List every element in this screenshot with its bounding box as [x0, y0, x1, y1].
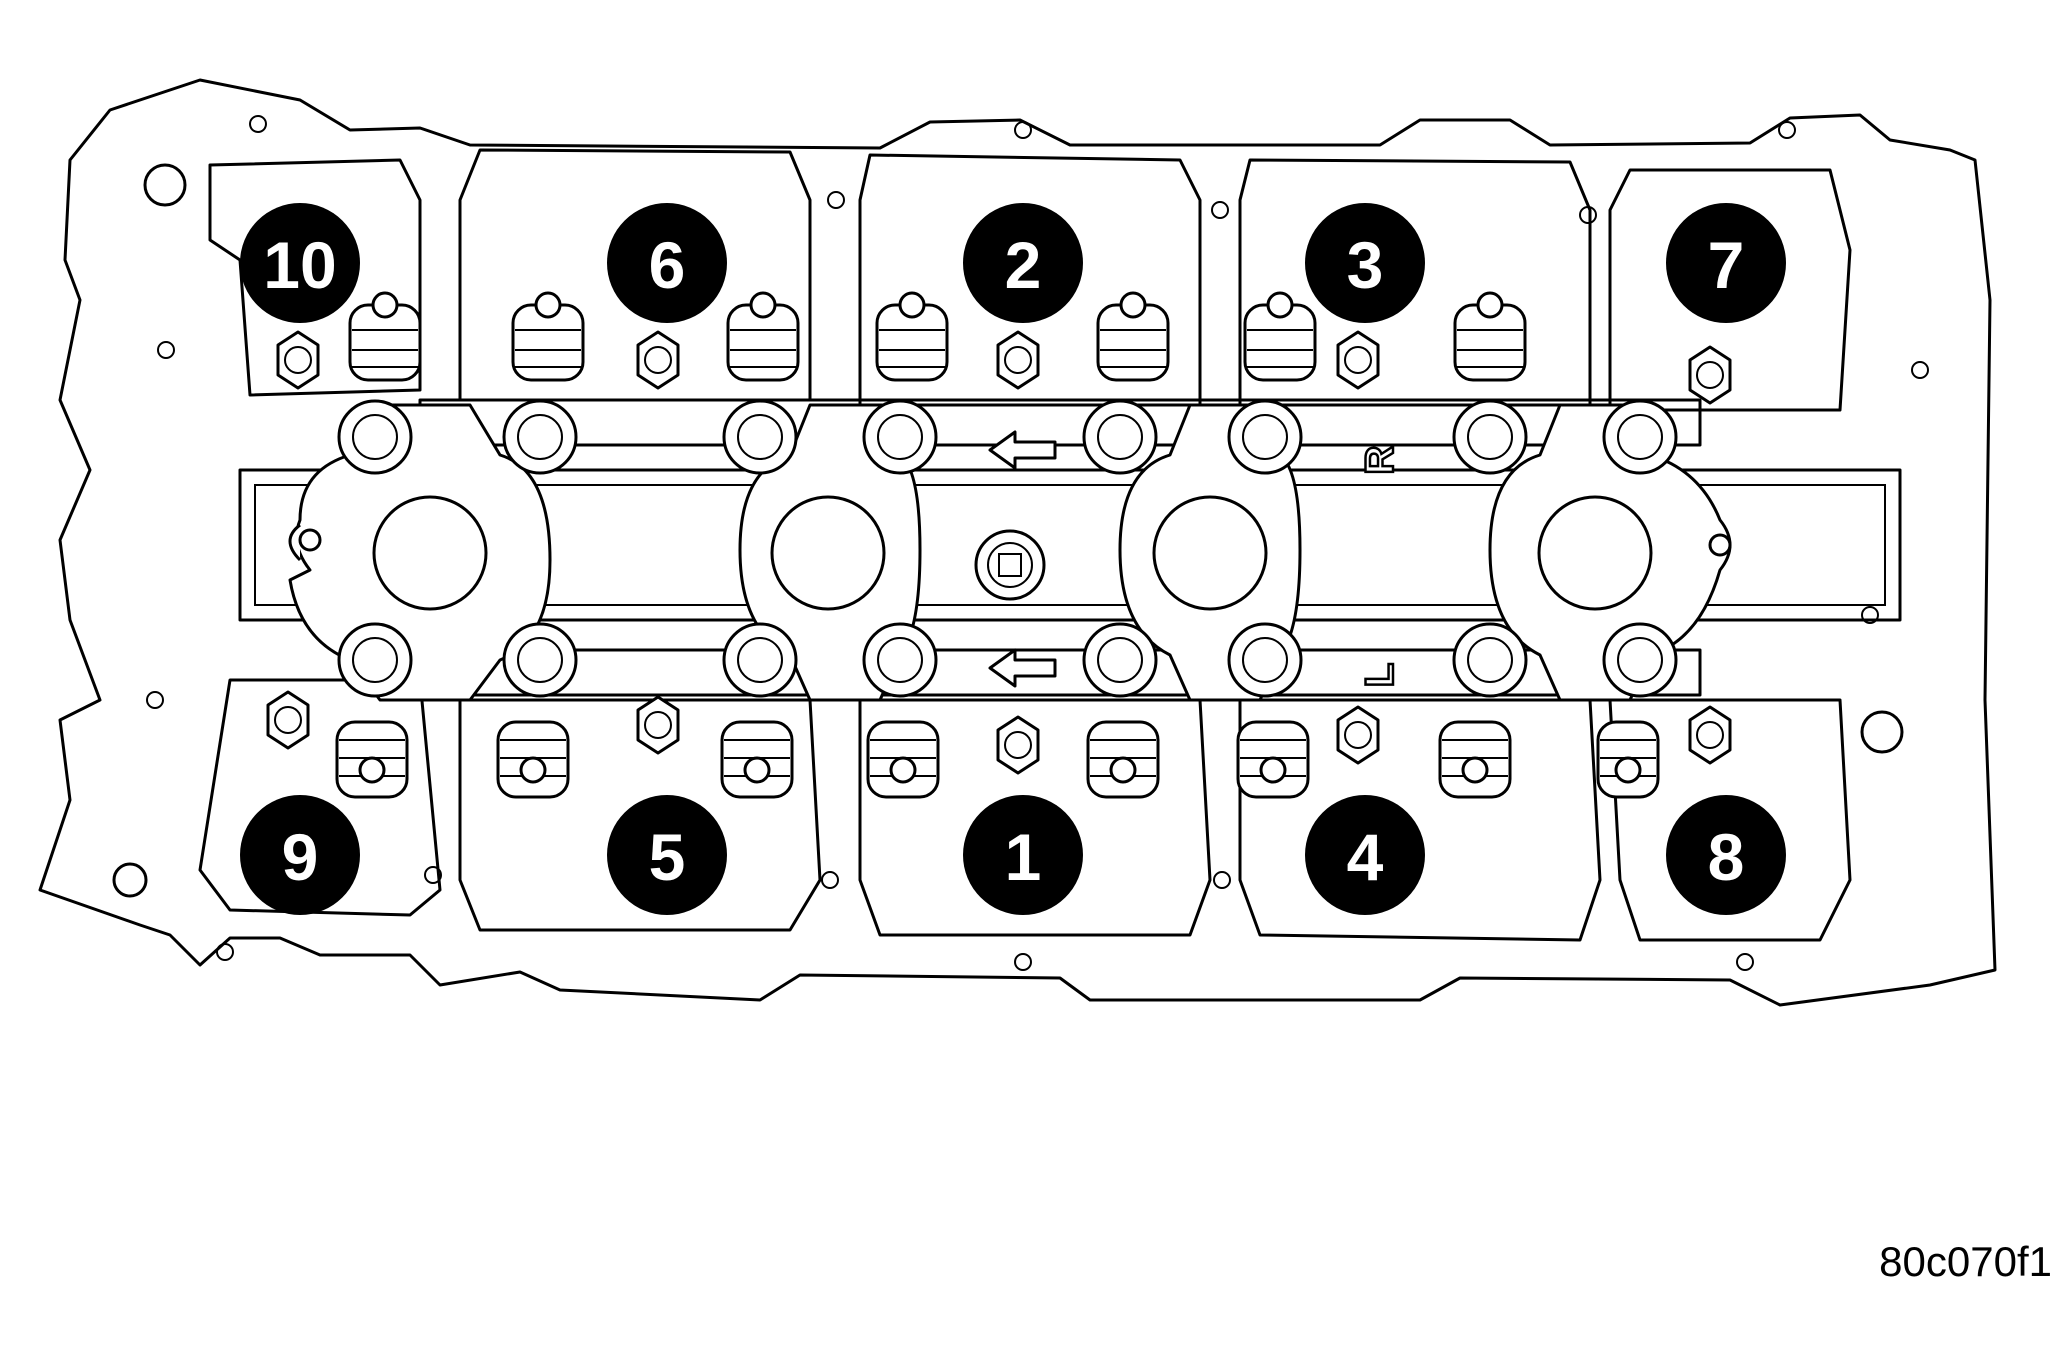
- bolt-badge-2: 2: [963, 203, 1083, 323]
- svg-text:5: 5: [649, 820, 686, 894]
- bank-mark-l: L: [1358, 663, 1402, 687]
- bolt-sequence-badges: 1 2 3 4 5 6 7 8: [240, 203, 1786, 915]
- bolt-badge-7: 7: [1666, 203, 1786, 323]
- figure-code: 80c070f1: [1879, 1238, 2052, 1285]
- valve-springs-lower: [335, 720, 1660, 799]
- dowel-holes: [112, 115, 1929, 971]
- svg-text:3: 3: [1347, 228, 1384, 302]
- svg-text:4: 4: [1347, 820, 1384, 894]
- bolt-badge-10: 10: [240, 203, 360, 323]
- lifter-bores: [337, 399, 1678, 698]
- spark-plug-towers: [288, 403, 1732, 702]
- front-arrow-upper: [988, 430, 1057, 470]
- svg-text:2: 2: [1005, 228, 1042, 302]
- bolt-badge-9: 9: [240, 795, 360, 915]
- bolt-badge-5: 5: [607, 795, 727, 915]
- center-gallery: [238, 468, 1902, 622]
- valve-springs-upper: [348, 291, 1527, 382]
- bolt-badge-8: 8: [1666, 795, 1786, 915]
- svg-text:9: 9: [282, 820, 319, 894]
- front-arrow-lower: [988, 648, 1057, 688]
- center-oil-plug: [974, 529, 1046, 601]
- svg-text:10: 10: [263, 228, 336, 302]
- rocker-pivot-bolts: [266, 330, 1732, 775]
- svg-text:1: 1: [1005, 820, 1042, 894]
- svg-text:8: 8: [1708, 820, 1745, 894]
- bolt-badge-1: 1: [963, 795, 1083, 915]
- bolt-badge-6: 6: [607, 203, 727, 323]
- bank-mark-r: R: [1358, 445, 1402, 474]
- svg-text:6: 6: [649, 228, 686, 302]
- bolt-badge-3: 3: [1305, 203, 1425, 323]
- svg-text:7: 7: [1708, 228, 1745, 302]
- bolt-badge-4: 4: [1305, 795, 1425, 915]
